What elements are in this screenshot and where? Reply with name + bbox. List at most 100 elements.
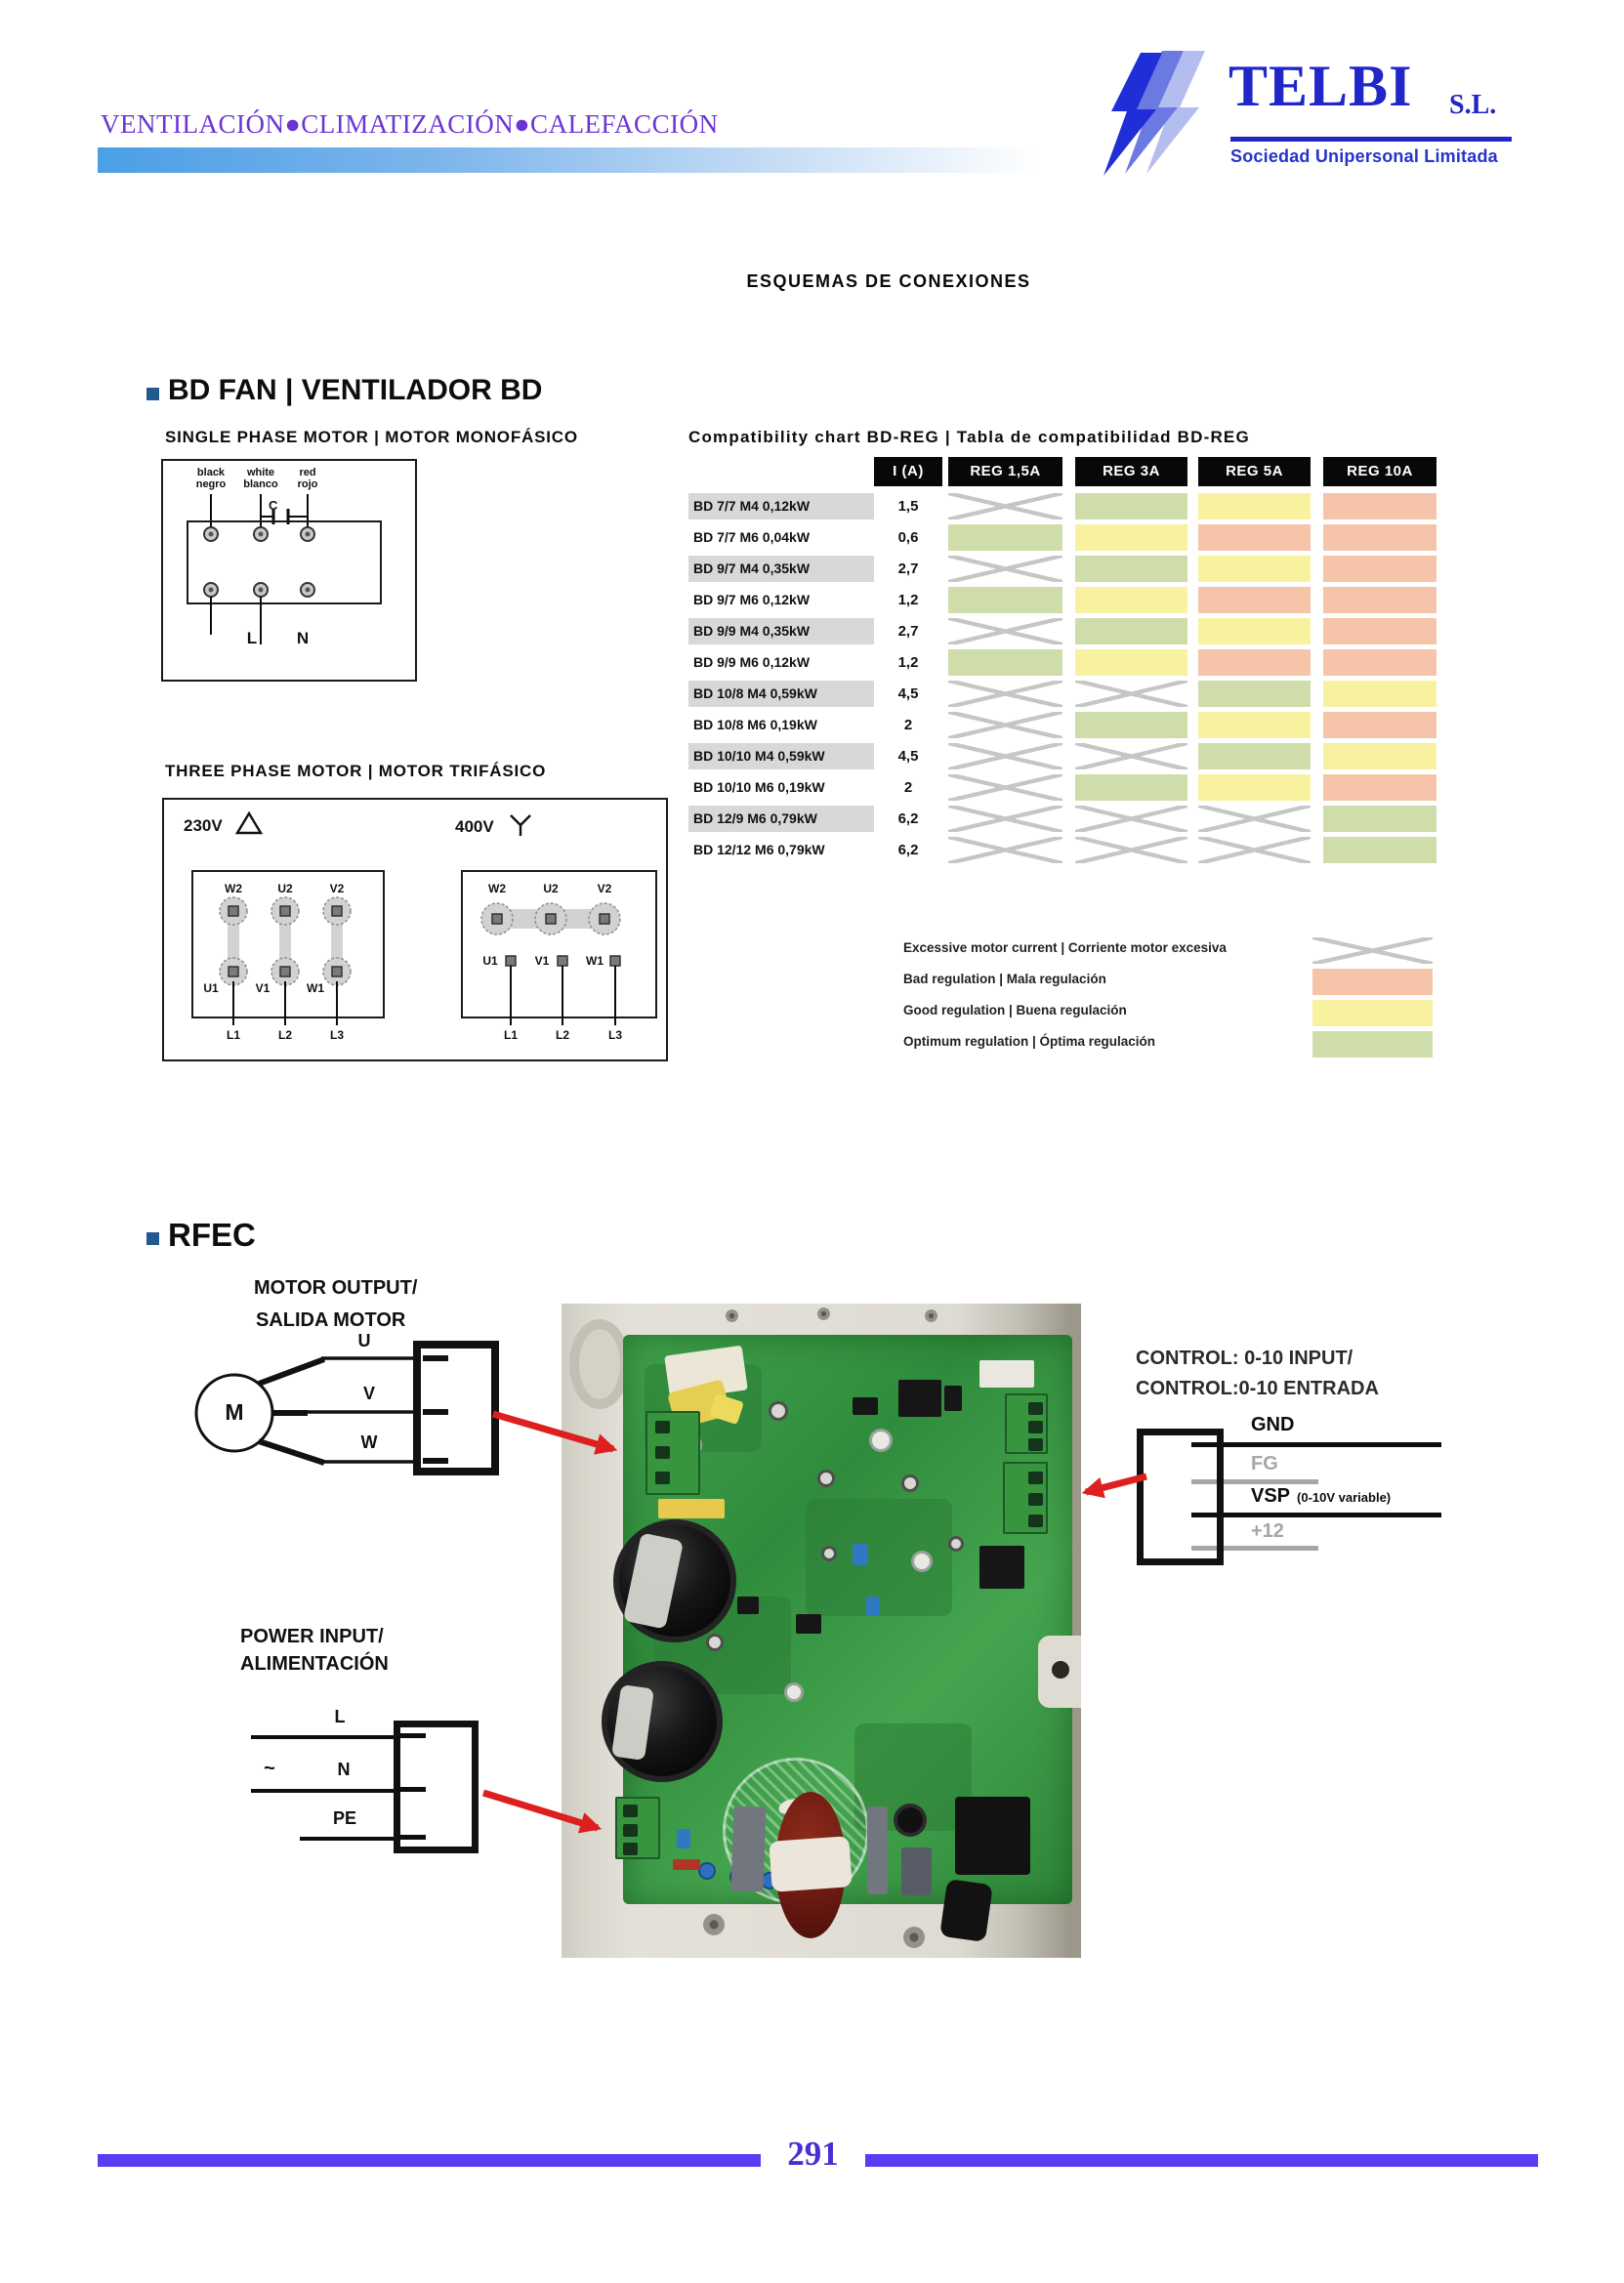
three-phase-diagram: 230V 400V: [162, 798, 668, 1061]
model-label: BD 9/9 M4 0,35kW: [688, 618, 874, 644]
column-header-reg10: REG 10A: [1323, 457, 1437, 486]
terminal-label: L1: [226, 1028, 240, 1042]
legend-row: Optimum regulation | Óptima regulación: [903, 1031, 1445, 1058]
terminal-label: W1: [307, 981, 324, 995]
wire-u-label: U: [357, 1331, 371, 1350]
logo-name: TELBI: [1228, 54, 1413, 118]
table-row: BD 10/10 M6 0,19kW 2: [688, 774, 1440, 801]
rfec-board-photo: [562, 1304, 1081, 1958]
terminal-label: L3: [607, 1028, 622, 1042]
footer-bar-left: [98, 2154, 761, 2167]
enclosure-tab: [1038, 1636, 1081, 1708]
table-row: BD 12/9 M6 0,79kW 6,2: [688, 806, 1440, 832]
compat-cell-pink: [1198, 649, 1311, 676]
terminal-label: V1: [534, 954, 550, 968]
control-pin-line: [1191, 1442, 1441, 1447]
star-icon: [510, 814, 532, 836]
wire-v-label: V: [362, 1384, 375, 1403]
model-label: BD 9/7 M4 0,35kW: [688, 556, 874, 582]
terminal-label: V2: [597, 882, 612, 895]
logo-suffix: S.L.: [1449, 90, 1497, 120]
telbi-logo: TELBI S.L. Sociedad Unipersonal Limitada: [1103, 51, 1538, 183]
terminal-label: L2: [277, 1028, 292, 1042]
pin-PE-label: PE: [332, 1808, 356, 1828]
column-header-current: I (A): [874, 457, 942, 486]
compat-cell-x: [948, 806, 1062, 832]
current-value: 1,2: [897, 592, 919, 608]
compat-cell-green: [1075, 712, 1187, 738]
current-value: 6,2: [897, 810, 919, 827]
motor-output-label1: MOTOR OUTPUT/: [254, 1277, 418, 1299]
star-voltage-label: 400V: [455, 811, 534, 837]
model-label: BD 10/8 M4 0,59kW: [688, 681, 874, 707]
white-connector: [979, 1360, 1034, 1388]
control-terminal-lower: [1003, 1462, 1048, 1534]
section-bullet-icon: [146, 388, 159, 400]
terminal-label: W1: [586, 954, 604, 968]
column-header-reg3: REG 3A: [1075, 457, 1187, 486]
table-row: BD 9/7 M6 0,12kW 1,2: [688, 587, 1440, 613]
compat-cell-green: [1075, 774, 1187, 801]
legend-swatch-yellow: [1312, 1000, 1433, 1026]
wire-color-en: black: [196, 467, 226, 478]
delta-voltage-label: 230V: [184, 811, 264, 836]
legend-label: Optimum regulation | Óptima regulación: [903, 1034, 1156, 1049]
terminal-label: L1: [503, 1028, 518, 1042]
control-pin-label: +12: [1251, 1520, 1284, 1542]
compat-cell-yellow: [1075, 524, 1187, 551]
footer-bar-right: [865, 2154, 1538, 2167]
section-title-bd-fan: BD FAN | VENTILADOR BD: [168, 374, 543, 406]
terminal-L-label: L: [246, 629, 258, 647]
model-label: BD 12/9 M6 0,79kW: [688, 806, 874, 832]
pin-L-label: L: [334, 1707, 346, 1726]
control-pin-note: (0-10V variable): [1297, 1490, 1392, 1505]
model-label: BD 10/10 M6 0,19kW: [693, 779, 825, 795]
current-value: 2: [903, 779, 913, 796]
compat-cell-yellow: [1198, 493, 1311, 519]
compat-cell-green: [1323, 837, 1437, 863]
page-title: ESQUEMAS DE CONEXIONES: [746, 271, 1031, 291]
control-connector: [1137, 1429, 1224, 1565]
terminal-label: W2: [488, 882, 506, 895]
model-label: BD 9/7 M6 0,12kW: [693, 592, 811, 607]
compat-cell-pink: [1198, 587, 1311, 613]
compat-cell-x: [948, 618, 1062, 644]
compat-cell-yellow: [1075, 649, 1187, 676]
compat-cell-green: [1075, 493, 1187, 519]
compat-cell-x: [1198, 806, 1311, 832]
three-phase-wiring-icon: [191, 870, 657, 1025]
model-label: BD 9/9 M6 0,12kW: [693, 654, 811, 670]
compat-cell-pink: [1198, 524, 1311, 551]
wire-color-es: negro: [195, 478, 227, 490]
logo-subtitle: Sociedad Unipersonal Limitada: [1230, 146, 1498, 166]
legend-swatch-x: [1312, 937, 1433, 964]
control-pin-label: GND: [1251, 1414, 1295, 1435]
compat-cell-pink: [1323, 618, 1437, 644]
compat-cell-pink: [1323, 524, 1437, 551]
section-title-rfec: RFEC: [168, 1217, 256, 1253]
control-label2: CONTROL:0-10 ENTRADA: [1136, 1378, 1379, 1399]
single-phase-title: SINGLE PHASE MOTOR | MOTOR MONOFÁSICO: [165, 428, 578, 446]
control-pin-line: [1191, 1479, 1318, 1484]
compat-cell-yellow: [1075, 587, 1187, 613]
compat-cell-yellow: [1198, 618, 1311, 644]
terminal-N-label: N: [296, 629, 310, 647]
current-value: 6,2: [897, 842, 919, 858]
compat-cell-pink: [1323, 493, 1437, 519]
control-pin-label: FG: [1251, 1453, 1278, 1474]
legend-label: Excessive motor current | Corriente moto…: [903, 940, 1227, 955]
control-pin-label: VSP(0-10V variable): [1251, 1485, 1392, 1507]
model-label: BD 10/10 M4 0,59kW: [688, 743, 874, 769]
ac-symbol: ~: [264, 1758, 275, 1779]
compat-cell-green: [948, 587, 1062, 613]
terminal-label: L2: [555, 1028, 569, 1042]
legend-row: Bad regulation | Mala regulación: [903, 969, 1445, 996]
single-phase-wiring-icon: [187, 494, 382, 644]
logo-underline: [1230, 137, 1512, 142]
control-pin-line: [1191, 1546, 1318, 1551]
